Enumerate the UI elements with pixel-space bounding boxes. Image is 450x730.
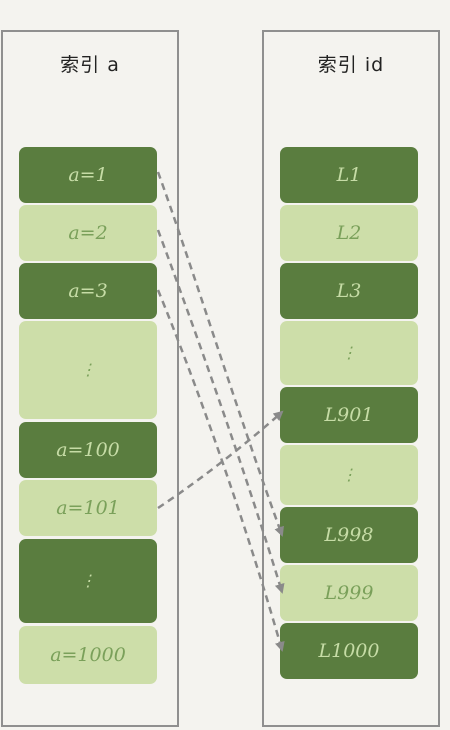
index-a-row: a=3 (19, 263, 157, 319)
index-a-row: a=1000 (19, 626, 157, 684)
index-a-row: a=100 (19, 422, 157, 478)
index-id-row: L1000 (280, 623, 418, 679)
index-a-ellipsis: ⋮ (19, 539, 157, 623)
arrow-a101-to-l901 (157, 410, 284, 510)
index-id-panel: 索引 id L1 L2 L3 ⋮ L901 ⋮ L998 L999 L1000 (262, 30, 440, 727)
index-a-row: a=101 (19, 480, 157, 536)
index-a-title: 索引 a (60, 54, 120, 76)
index-id-ellipsis: ⋮ (280, 445, 418, 505)
index-id-title: 索引 id (317, 54, 385, 76)
index-a-row: a=1 (19, 147, 157, 203)
index-id-row: L1 (280, 147, 418, 203)
index-a-ellipsis: ⋮ (19, 321, 157, 419)
arrow-a2-to-l999 (156, 229, 285, 594)
arrow-a1-to-l998 (156, 171, 284, 537)
index-id-row: L999 (280, 565, 418, 621)
index-a-panel: 索引 a a=1 a=2 a=3 ⋮ a=100 a=101 ⋮ a=1000 (1, 30, 179, 727)
index-id-row: L998 (280, 507, 418, 563)
index-id-row: L2 (280, 205, 418, 261)
index-id-ellipsis: ⋮ (280, 321, 418, 385)
index-id-row: L3 (280, 263, 418, 319)
arrow-a3-to-l1000 (156, 289, 285, 652)
index-id-row: L901 (280, 387, 418, 443)
index-a-row: a=2 (19, 205, 157, 261)
